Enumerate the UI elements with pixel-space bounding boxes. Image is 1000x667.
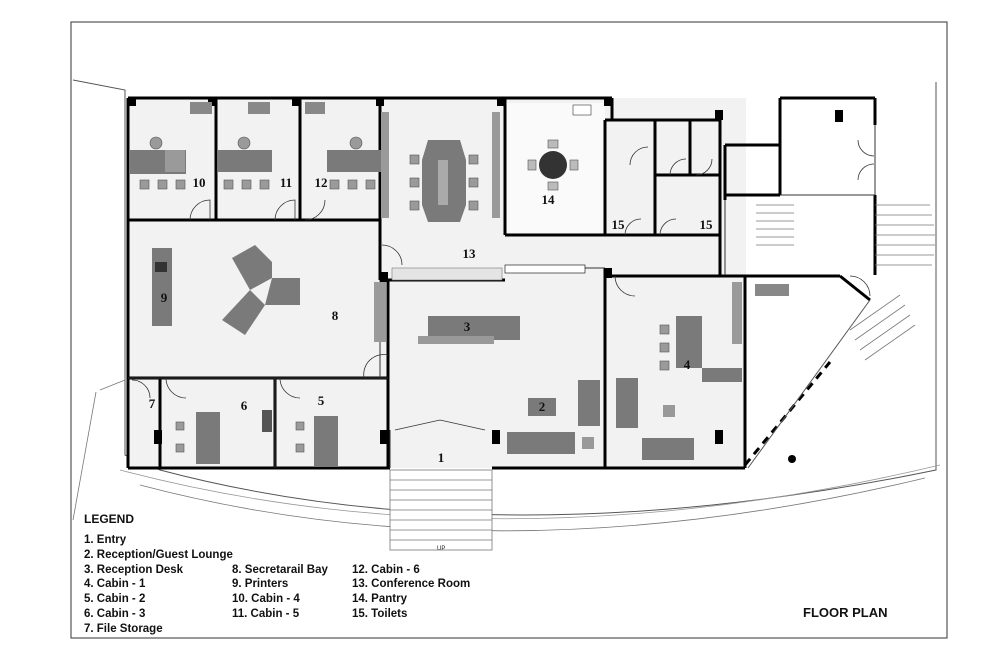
cabin2-desk	[314, 416, 338, 466]
column-marker	[788, 455, 796, 463]
plan-title: FLOOR PLAN	[803, 605, 888, 620]
pantry-chairs	[527, 139, 579, 191]
printer-unit	[152, 248, 172, 326]
room-number-14: 14	[542, 192, 556, 207]
conference-chairs	[409, 154, 479, 211]
cabin23-chairs	[175, 421, 305, 453]
cabin1-table	[663, 405, 675, 417]
room-number-8: 8	[332, 308, 339, 323]
room-number-2: 2	[539, 399, 546, 414]
legend-column-2: 8. Secretarail Bay 9. Printers 10. Cabin…	[232, 563, 328, 622]
legend-item: 1. Entry	[84, 534, 127, 546]
glazing-diagonal-thin	[747, 299, 871, 469]
conference-table-inset	[438, 160, 448, 205]
pantry-table	[539, 151, 567, 179]
stairs	[756, 204, 794, 246]
room-number-12: 12	[315, 175, 328, 190]
legend-title: LEGEND	[84, 512, 135, 526]
front-steps	[389, 469, 493, 551]
cabin1-sofa2	[642, 438, 694, 460]
conference-glazing	[391, 267, 503, 281]
cabin3-storage	[262, 410, 272, 432]
legend-column-1: 1. Entry 2. Reception/Guest Lounge 3. Re…	[84, 533, 233, 637]
legend-item: 10. Cabin - 4	[232, 593, 300, 606]
site-inner-curve	[72, 379, 926, 532]
legend-item: 2. Reception/Guest Lounge	[84, 548, 233, 561]
road-curve	[119, 464, 941, 520]
room-number-10: 10	[193, 175, 206, 190]
legend-item: 15. Toilets	[352, 607, 408, 620]
cabin3-desk	[196, 412, 220, 464]
room-number-3: 3	[464, 319, 471, 334]
room-number-11: 11	[280, 175, 292, 190]
room-number-9: 9	[161, 290, 168, 305]
legend-item: 4. Cabin - 1	[84, 578, 146, 591]
room-number-15a: 15	[612, 217, 626, 232]
pantry-counter	[504, 264, 586, 274]
ups-unit	[755, 284, 789, 296]
secretarial-workstation	[222, 245, 300, 335]
legend-item: 7. File Storage	[84, 622, 163, 635]
room-number-6: 6	[241, 398, 248, 413]
lounge-side-table	[582, 437, 594, 449]
legend-item: 9. Printers	[232, 578, 289, 591]
room-number-1: 1	[438, 450, 445, 465]
room-number-15b: 15	[700, 217, 714, 232]
reception-table	[528, 398, 556, 416]
cabin-desks	[130, 102, 381, 174]
stair-up-label: UP	[437, 546, 445, 552]
side-steps	[849, 204, 935, 361]
legend-item: 13. Conference Room	[352, 578, 471, 591]
chairs	[139, 136, 376, 190]
legend-item: 5. Cabin - 2	[84, 593, 146, 606]
legend-column-3: 12. Cabin - 6 13. Conference Room 14. Pa…	[352, 563, 470, 622]
room-number-13: 13	[463, 246, 477, 261]
room-number-7: 7	[149, 396, 156, 411]
legend-item: 11. Cabin - 5	[232, 607, 300, 620]
legend-item: 14. Pantry	[352, 593, 407, 606]
room-number-5: 5	[318, 393, 325, 408]
cabin1-desk	[676, 316, 702, 368]
legend-item: 6. Cabin - 3	[84, 607, 146, 620]
wall-panels	[374, 112, 742, 344]
cabin1-chairs	[659, 324, 670, 371]
lounge-sofa	[507, 432, 575, 454]
reception-desk-top	[418, 336, 494, 344]
legend-item: 3. Reception Desk	[84, 563, 184, 576]
pantry-sink	[572, 104, 592, 116]
printer-top	[155, 262, 167, 272]
legend-item: 8. Secretarail Bay	[232, 563, 328, 576]
cabin1-return	[702, 368, 742, 382]
site-boundary	[72, 79, 937, 516]
room-numbers: 1 2 3 4 5 6 7 8 9 10 11 12 13 14 15 15	[149, 175, 713, 465]
legend-item: 12. Cabin - 6	[352, 563, 420, 576]
room-number-4: 4	[684, 357, 691, 372]
door-swings	[131, 139, 875, 431]
lounge-sofa-side	[578, 380, 600, 426]
cabin1-sofa	[616, 378, 638, 428]
